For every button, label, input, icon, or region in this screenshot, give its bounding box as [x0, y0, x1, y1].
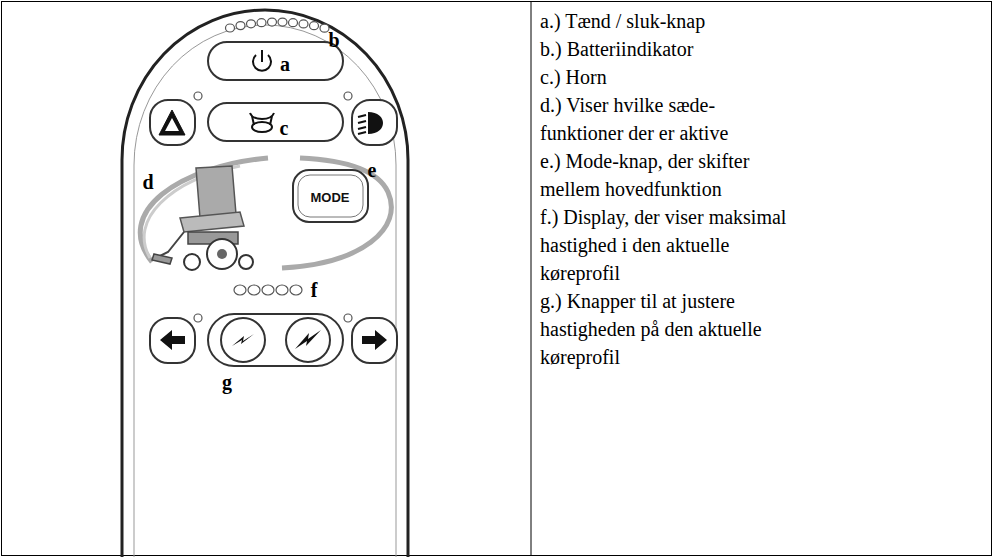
arrow-icon: [160, 330, 185, 350]
callout-letter: d: [142, 172, 153, 192]
legend-item: c.) Horn: [540, 63, 796, 91]
swoosh: [282, 158, 391, 268]
callout-letter: a: [280, 54, 290, 74]
light-icon: [358, 115, 366, 134]
led: [234, 285, 246, 295]
led: [236, 22, 245, 30]
indicator-led: [194, 314, 202, 322]
speed-icon: [232, 334, 254, 346]
horn-button: [208, 103, 343, 141]
callout-letter: c: [280, 118, 289, 138]
callout-letter: e: [368, 160, 377, 180]
speed-button-pair: [208, 314, 343, 366]
table-divider: [531, 2, 532, 556]
led: [290, 285, 302, 295]
right-button: [352, 318, 397, 363]
horn-icon: [252, 116, 254, 125]
led: [262, 285, 274, 295]
hazard-icon: [165, 118, 179, 131]
led: [226, 24, 235, 32]
hazard-icon: [159, 110, 185, 135]
legend-item: g.) Knapper til at justere hastigheden p…: [540, 287, 796, 371]
callout-letter: f: [311, 280, 318, 300]
led: [320, 24, 329, 32]
indicator-led: [344, 92, 352, 100]
speed-up-button: [286, 318, 330, 362]
led: [248, 285, 260, 295]
indicator-led: [194, 92, 202, 100]
power-button: [208, 42, 343, 80]
callout-letter: g: [222, 372, 232, 392]
legend-item: d.) Viser hvilke sæde- funktioner der er…: [540, 91, 796, 147]
horn-icon: [250, 113, 274, 119]
legend-item: f.) Display, der viser maksimal hastighe…: [540, 203, 796, 287]
arrow-icon: [362, 330, 387, 350]
legend-item: a.) Tænd / sluk-knap: [540, 7, 796, 35]
controller-housing: [122, 10, 408, 557]
speed-icon: [295, 330, 321, 349]
seat-icon: [152, 166, 253, 270]
housing-inner-edge: [134, 25, 396, 557]
left-button: [150, 318, 195, 363]
led: [299, 20, 308, 28]
led: [278, 18, 287, 26]
led: [289, 19, 298, 27]
light-button: [352, 100, 397, 145]
button-label: MODE: [311, 191, 350, 204]
mode-button: [293, 170, 368, 222]
led: [247, 20, 256, 28]
indicator-led: [344, 314, 352, 322]
swoosh: [140, 158, 268, 262]
legend-item: b.) Batteriindikator: [540, 35, 796, 63]
legend-item: e.) Mode-knap, der skifter mellem hovedf…: [540, 147, 796, 203]
speed-down-button: [221, 318, 265, 362]
hazard-button: [150, 100, 195, 145]
power-icon: [261, 50, 263, 62]
light-icon: [368, 112, 383, 134]
horn-icon: [252, 122, 272, 132]
led: [268, 18, 277, 26]
horn-icon: [270, 116, 272, 125]
callout-letter: b: [328, 30, 339, 50]
legend-list: a.) Tænd / sluk-knapb.) Batteriindikator…: [540, 7, 796, 371]
led: [310, 22, 319, 30]
mode-button: [298, 175, 363, 217]
led: [257, 19, 266, 27]
led: [276, 285, 288, 295]
